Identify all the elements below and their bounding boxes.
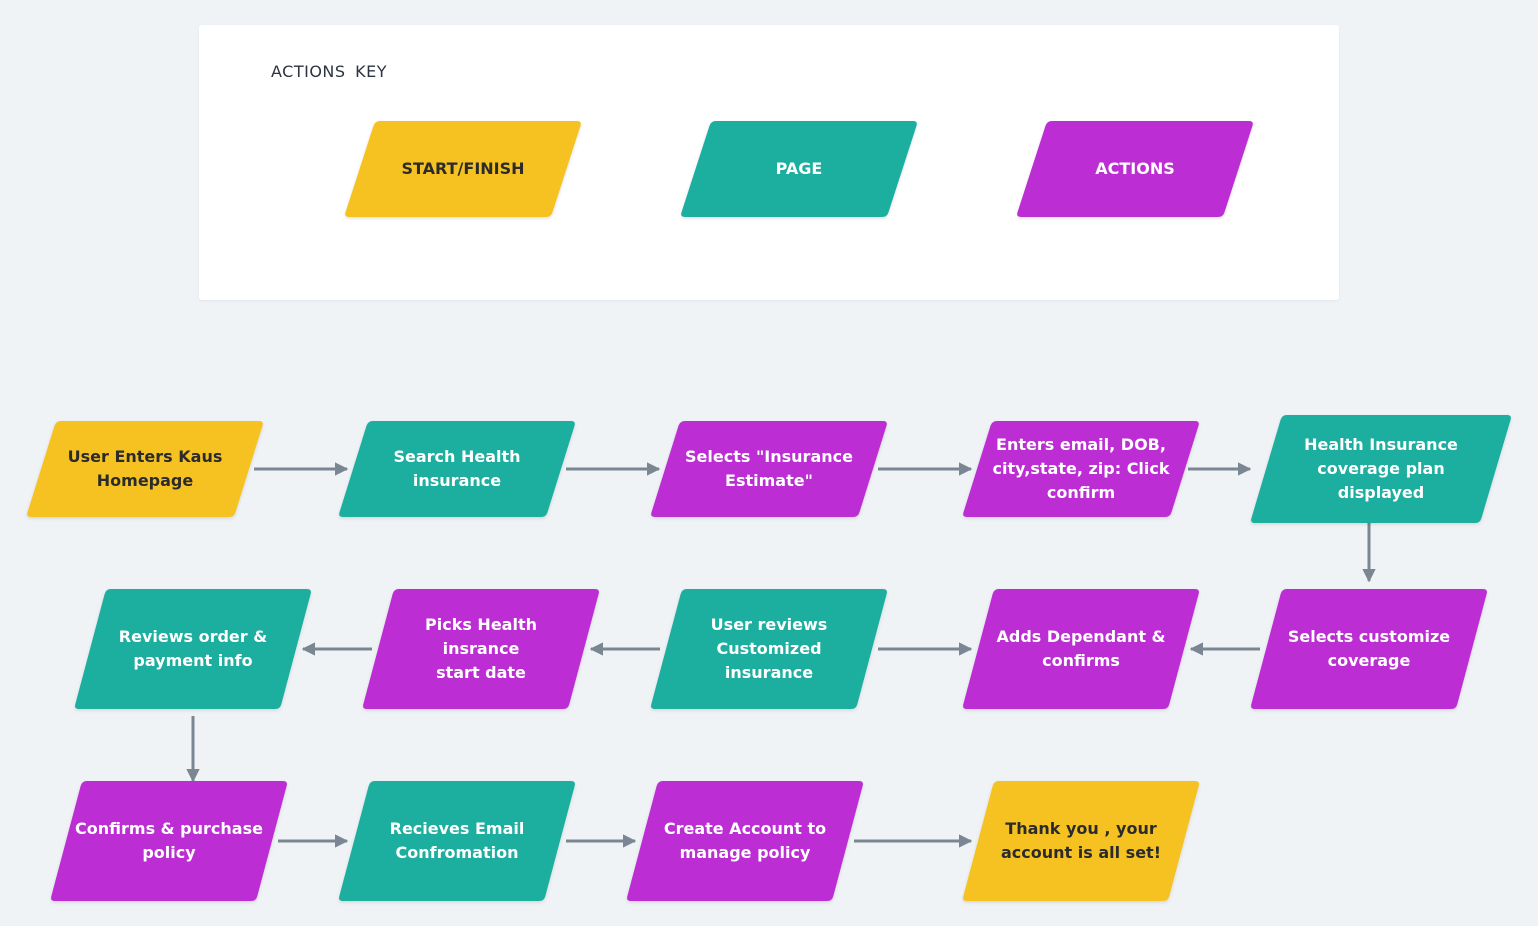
key-item-start-finish-shape [345, 121, 581, 217]
flow-node-n14-shape [963, 781, 1199, 901]
flow-node-n7-shape [963, 589, 1199, 709]
flow-node-n2-shape [339, 421, 575, 517]
flow-node-n3-shape [651, 421, 887, 517]
flow-node-n5-shape [1251, 415, 1511, 523]
key-item-action-shape [1017, 121, 1253, 217]
flow-node-n11-shape [51, 781, 287, 901]
flow-node-n1-shape [27, 421, 263, 517]
flow-node-n6-shape [1251, 589, 1487, 709]
flow-node-n8-shape [651, 589, 887, 709]
flow-node-n9-shape [363, 589, 599, 709]
flow-node-n13-shape [627, 781, 863, 901]
flow-node-n4-shape [963, 421, 1199, 517]
flow-node-n10-shape [75, 589, 311, 709]
actions-key-title: ACTIONS KEY [271, 62, 388, 81]
flow-node-n12-shape [339, 781, 575, 901]
key-item-page-shape [681, 121, 917, 217]
